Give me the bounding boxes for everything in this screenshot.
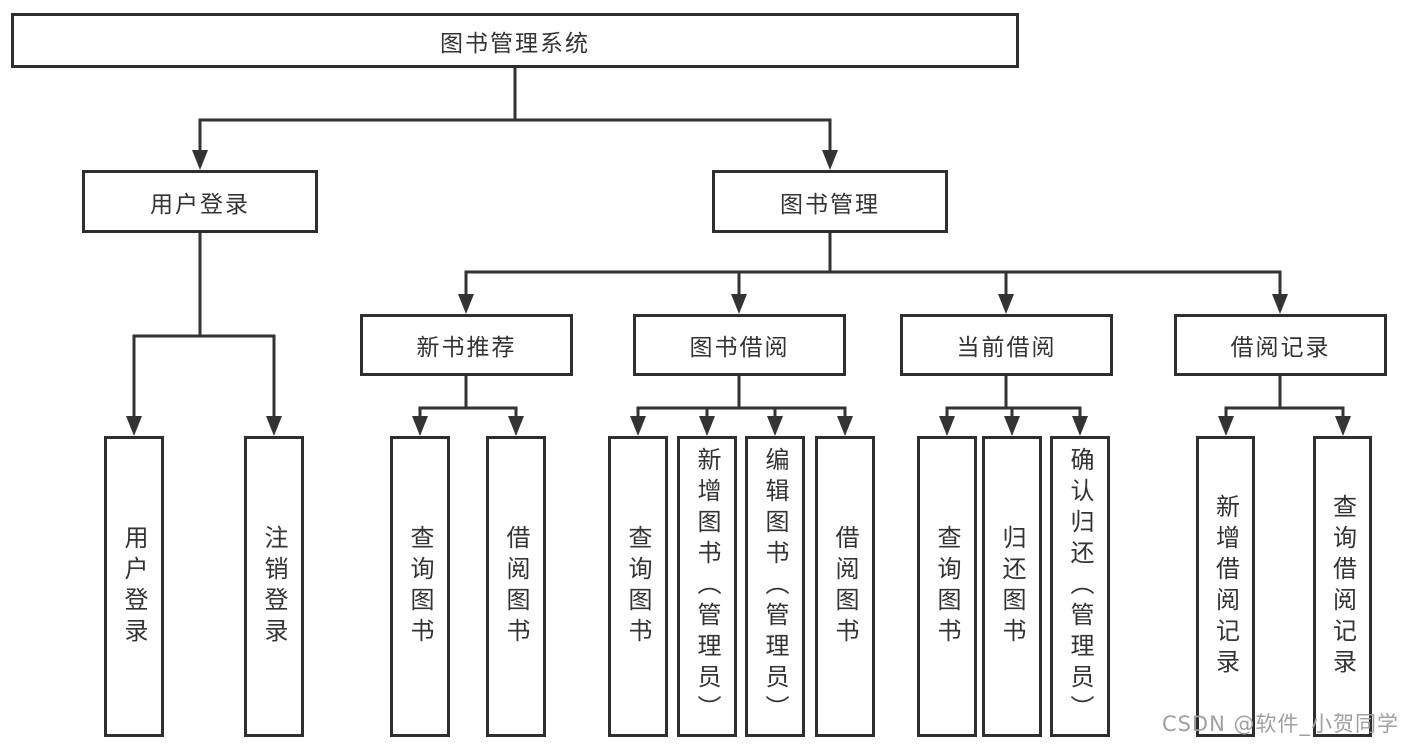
node-label: 查询图书 [624, 524, 652, 649]
node-label: 借阅记录 [1230, 335, 1331, 361]
arrow-down-icon [1072, 416, 1088, 436]
arrow-down-icon [458, 294, 474, 314]
arrow-down-icon [1004, 416, 1020, 436]
node-label: 归还图书 [998, 524, 1026, 649]
connector-userlogin-to-leaves [132, 233, 276, 419]
node-borrow-record: 借阅记录 [1174, 314, 1387, 376]
node-leaf-edit-books-admin: 编辑图书（管理员） [745, 436, 805, 737]
arrow-down-icon [1272, 294, 1288, 314]
arrowheads [126, 150, 1351, 436]
node-label: 借阅图书 [831, 524, 859, 649]
node-leaf-query-books-3: 查询图书 [917, 436, 977, 737]
node-label: 图书管理 [780, 191, 880, 218]
arrow-down-icon [412, 416, 428, 436]
connector-root-to-l2 [198, 68, 832, 153]
connector-borrow-to-leaves [636, 376, 847, 419]
node-label: 图书借阅 [689, 335, 790, 361]
node-leaf-return-books: 归还图书 [982, 436, 1042, 737]
arrow-down-icon [1218, 416, 1234, 436]
arrow-down-icon [508, 416, 524, 436]
node-label: 当前借阅 [956, 335, 1057, 361]
node-label: 用户登录 [120, 524, 148, 649]
arrow-down-icon [1335, 416, 1351, 436]
node-current-borrow: 当前借阅 [900, 314, 1113, 376]
node-leaf-query-borrow-record: 查询借阅记录 [1313, 436, 1372, 737]
watermark: CSDN @软件_小贺同学 [1161, 712, 1399, 736]
node-label: 确认归还（管理员） [1066, 447, 1094, 726]
arrow-down-icon [939, 416, 955, 436]
node-leaf-confirm-return-admin: 确认归还（管理员） [1050, 436, 1110, 737]
arrow-down-icon [126, 416, 142, 436]
arrow-down-icon [266, 416, 282, 436]
node-leaf-logout: 注销登录 [244, 436, 304, 737]
connector-bookmgmt-to-l3 [464, 233, 1282, 297]
node-label: 查询图书 [933, 524, 961, 649]
node-leaf-borrow-books-2: 借阅图书 [815, 436, 875, 737]
node-label: 注销登录 [260, 524, 288, 649]
arrow-down-icon [192, 150, 208, 170]
node-label: 查询图书 [406, 524, 434, 649]
node-leaf-query-books-1: 查询图书 [390, 436, 450, 737]
arrow-down-icon [767, 416, 783, 436]
connector-newbook-to-leaves [418, 376, 518, 419]
node-label: 查询借阅记录 [1328, 493, 1357, 680]
node-root-label: 图书管理系统 [440, 30, 590, 57]
node-label: 编辑图书（管理员） [761, 447, 789, 726]
node-book-borrow: 图书借阅 [633, 314, 846, 376]
node-leaf-query-books-2: 查询图书 [608, 436, 668, 737]
arrow-down-icon [699, 416, 715, 436]
node-label: 借阅图书 [502, 524, 530, 649]
node-label: 新书推荐 [416, 335, 517, 361]
connector-record-to-leaves [1224, 376, 1345, 419]
node-new-book-recommend: 新书推荐 [360, 314, 573, 376]
node-leaf-user-login: 用户登录 [104, 436, 164, 737]
arrow-down-icon [731, 294, 747, 314]
node-label: 用户登录 [150, 191, 250, 218]
node-label: 新增借阅记录 [1211, 493, 1240, 680]
node-label: 新增图书（管理员） [693, 447, 721, 726]
node-book-management: 图书管理 [712, 170, 948, 233]
node-user-login: 用户登录 [82, 170, 318, 233]
arrow-down-icon [998, 294, 1014, 314]
connector-current-to-leaves [945, 376, 1082, 419]
node-leaf-add-borrow-record: 新增借阅记录 [1196, 436, 1255, 737]
arrow-down-icon [630, 416, 646, 436]
node-root: 图书管理系统 [11, 13, 1019, 68]
node-leaf-borrow-books-1: 借阅图书 [486, 436, 546, 737]
node-leaf-add-books-admin: 新增图书（管理员） [677, 436, 737, 737]
arrow-down-icon [837, 416, 853, 436]
arrow-down-icon [822, 150, 838, 170]
